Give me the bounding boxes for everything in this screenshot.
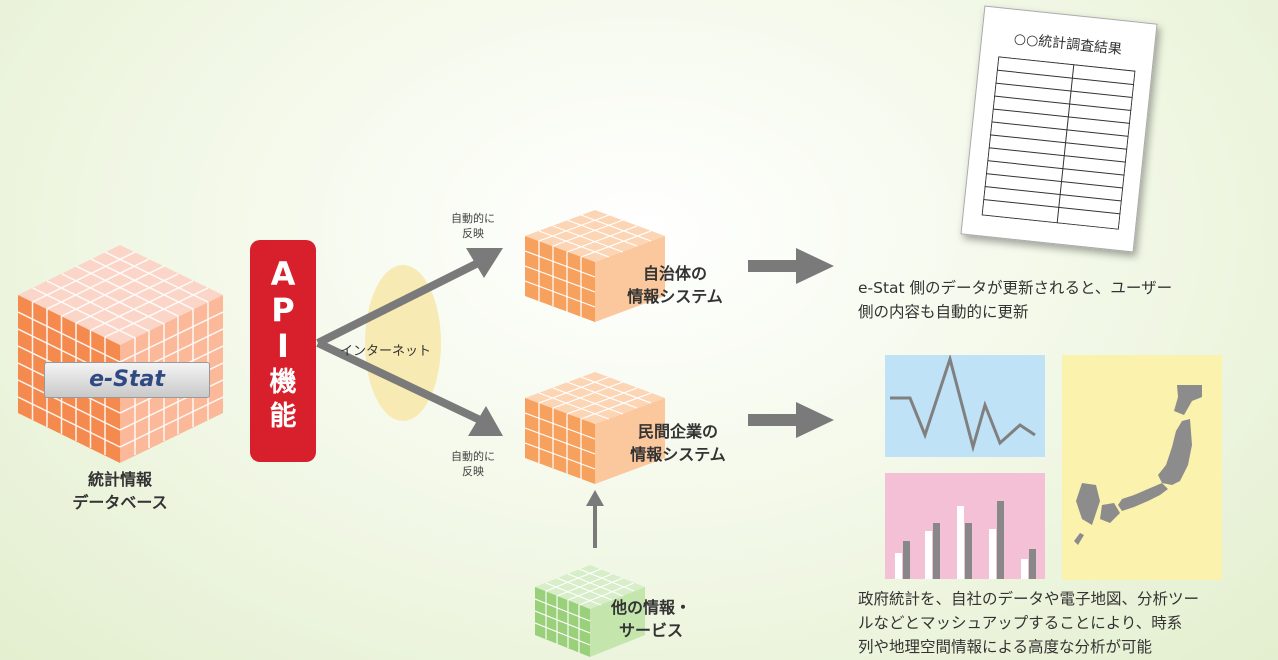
internet-ellipse	[365, 265, 441, 421]
japan-map-icon	[1062, 355, 1222, 580]
right-arrow-top-icon	[748, 248, 834, 284]
other-service-line1: 他の情報・	[610, 598, 691, 617]
auto-reflect-top-line1: 自動的に	[451, 212, 495, 225]
private-line2: 情報システム	[630, 445, 726, 465]
private-label: 民間企業の 情報システム	[598, 420, 758, 466]
other-service-cube-icon	[535, 565, 645, 657]
description-top: e-Stat 側のデータが更新されると、ユーザー 側の内容も自動的に更新	[858, 276, 1268, 324]
auto-reflect-bottom: 自動的に 反映	[448, 450, 498, 480]
database-label-line2: データベース	[72, 493, 168, 513]
bar-chart-icon	[885, 473, 1045, 579]
right-arrow-bottom-icon	[748, 402, 834, 438]
database-label-line1: 統計情報	[87, 470, 152, 489]
database-cube-icon	[18, 245, 223, 463]
private-line1: 民間企業の	[637, 422, 718, 441]
local-gov-label: 自治体の 情報システム	[600, 262, 750, 308]
local-gov-line1: 自治体の	[642, 264, 707, 283]
description-top-line1: e-Stat 側のデータが更新されると、ユーザー	[858, 279, 1173, 297]
auto-reflect-top: 自動的に 反映	[448, 212, 498, 242]
description-top-line2: 側の内容も自動的に更新	[858, 303, 1029, 322]
estat-logo-text: e-Stat	[89, 367, 165, 392]
other-service-label: 他の情報・ サービス	[596, 596, 706, 642]
api-box: A P I 機 能	[250, 240, 316, 462]
estat-logo: e-Stat	[44, 362, 210, 398]
internet-arrows	[316, 248, 503, 436]
survey-table	[981, 56, 1136, 230]
auto-reflect-bottom-line2: 反映	[462, 464, 484, 478]
auto-reflect-top-line2: 反映	[462, 226, 484, 240]
database-label: 統計情報 データベース	[45, 468, 195, 514]
api-char-nou: 能	[269, 401, 297, 432]
arrow-head-bottom	[468, 406, 503, 436]
api-char-ki: 機	[269, 367, 297, 398]
line-chart-icon	[885, 355, 1045, 457]
internet-label: インターネット	[340, 344, 432, 359]
description-bottom-line3: 列や地理空間情報による高度な分析が可能	[858, 638, 1153, 657]
arrow-head-top	[466, 248, 503, 278]
api-letter-p: P	[271, 291, 295, 329]
description-bottom-line2: ルなどとマッシュアップすることにより、時系	[858, 614, 1183, 633]
api-letter-a: A	[270, 255, 296, 293]
up-arrow-icon	[586, 490, 604, 548]
local-gov-cube-icon	[525, 210, 665, 322]
local-gov-line2: 情報システム	[627, 287, 723, 307]
other-service-line2: サービス	[618, 621, 683, 641]
api-letter-i: I	[277, 327, 289, 365]
auto-reflect-bottom-line1: 自動的に	[451, 450, 495, 463]
private-cube-icon	[525, 372, 665, 484]
description-bottom: 政府統計を、自社のデータや電子地図、分析ツー ルなどとマッシュアップすることによ…	[858, 587, 1273, 659]
survey-document: ○○統計調査結果	[960, 5, 1158, 253]
description-bottom-line1: 政府統計を、自社のデータや電子地図、分析ツー	[858, 590, 1200, 608]
